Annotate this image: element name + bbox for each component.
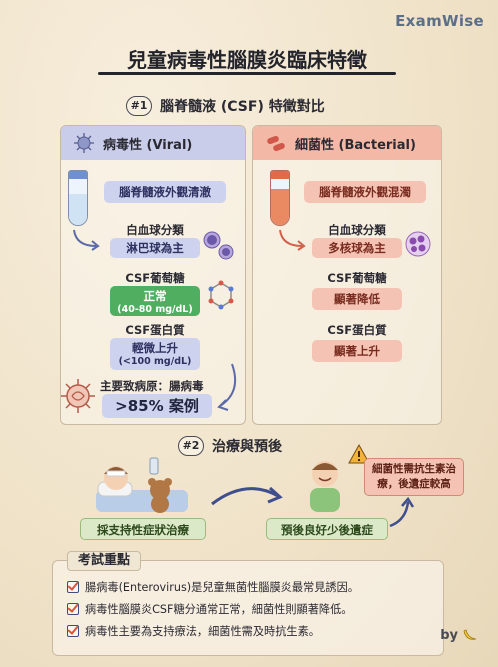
bacterial-wbc-label: 白血球分類 (328, 223, 386, 237)
neutrophil-icon (405, 231, 431, 257)
viral-title: 病毒性 (Viral) (103, 137, 193, 153)
sick-child-illustration (96, 457, 188, 513)
viral-wbc-label: 白血球分類 (126, 223, 184, 237)
exam-item: 病毒性腦膜炎CSF糖分通常正常，細菌性則顯著降低。 (67, 601, 352, 617)
brand-logo: ExamWise (395, 12, 484, 30)
lymphocyte-icon (203, 231, 234, 260)
viral-glucose-box: 正常 (40-80 mg/dL) (110, 286, 200, 316)
bacteria-icon (267, 135, 285, 152)
cloudy-csf-tube-icon (270, 170, 290, 226)
bacterial-glucose-label: CSF葡萄糖 (327, 271, 387, 285)
section1-title: 腦脊髓液 (CSF) 特徵對比 (160, 99, 325, 115)
prognosis-box: 預後良好少後遺症 (266, 518, 388, 540)
viral-pathogen-value: >85% 案例 (102, 394, 212, 418)
checkbox-icon (67, 603, 79, 615)
by-text: by (440, 627, 458, 643)
viral-glucose-label: CSF葡萄糖 (125, 271, 185, 285)
exam-item-text: 病毒性腦膜炎CSF糖分通常正常，細菌性則顯著降低。 (85, 603, 353, 616)
title-underline (98, 72, 396, 75)
glucose-molecule-icon (208, 280, 234, 310)
page-title: 兒童病毒性腦膜炎臨床特徵 (127, 48, 367, 72)
checkbox-icon (67, 625, 79, 637)
clear-csf-tube-icon (68, 170, 88, 226)
banana-icon (463, 629, 477, 640)
viral-glucose-value: 正常 (143, 289, 167, 303)
bacterial-appearance: 腦脊髓液外觀混濁 (304, 181, 426, 203)
bacterial-title: 細菌性 (Bacterial) (295, 137, 416, 153)
section2-number: #2 (178, 436, 204, 456)
exam-title: 考試重點 (67, 551, 142, 571)
exam-item-text: 病毒性主要為支持療法，細菌性需及時抗生素。 (85, 625, 320, 638)
viral-protein-box: 輕微上升 (<100 mg/dL) (110, 338, 200, 370)
bacterial-note-box: 細菌性需抗生素治療，後遺症較高 (364, 458, 464, 496)
viral-protein-range: (<100 mg/dL) (118, 356, 192, 367)
viral-protein-value: 輕微上升 (132, 341, 178, 355)
viral-glucose-range: (40-80 mg/dL) (117, 304, 193, 315)
warning-icon (348, 444, 370, 464)
exam-item: 腸病毒(Enterovirus)是兒童無菌性腦膜炎最常見誘因。 (67, 579, 359, 595)
section1-heading: #1 腦脊髓液 (CSF) 特徵對比 (126, 96, 325, 116)
arrow-icon (217, 363, 236, 411)
exam-item: 病毒性主要為支持療法，細菌性需及時抗生素。 (67, 623, 320, 639)
viral-pathogen-label: 主要致病原：腸病毒 (100, 379, 204, 393)
virus-icon (74, 133, 94, 153)
bacterial-wbc-value: 多核球為主 (312, 238, 402, 258)
section2-heading: #2 治療與預後 (178, 436, 282, 456)
viral-panel-header: 病毒性 (Viral) (61, 126, 245, 160)
section2-title: 治療與預後 (212, 439, 282, 455)
viral-protein-label: CSF蛋白質 (125, 323, 185, 337)
bacterial-glucose-value: 顯著降低 (312, 288, 402, 310)
exam-item-text: 腸病毒(Enterovirus)是兒童無菌性腦膜炎最常見誘因。 (85, 581, 359, 594)
exam-key-points: 考試重點 腸病毒(Enterovirus)是兒童無菌性腦膜炎最常見誘因。 病毒性… (52, 551, 444, 656)
checkbox-icon (67, 581, 79, 593)
viral-panel: 病毒性 (Viral) (60, 125, 246, 425)
viral-appearance: 腦脊髓液外觀清澈 (104, 181, 226, 203)
viral-wbc-value: 淋巴球為主 (110, 238, 200, 258)
arrow-icon (211, 486, 283, 506)
section1-number: #1 (126, 96, 152, 116)
healthy-child-illustration (310, 461, 340, 512)
author-credit: by (440, 627, 478, 643)
bacterial-protein-value: 顯著上升 (312, 340, 402, 362)
arrow-icon (279, 229, 306, 251)
treatment-box: 採支持性症狀治療 (80, 518, 206, 540)
enterovirus-icon (61, 379, 95, 413)
bacterial-protein-label: CSF蛋白質 (327, 323, 387, 337)
arrow-icon (73, 229, 100, 251)
bacterial-panel-header: 細菌性 (Bacterial) (253, 126, 441, 160)
arrow-icon (389, 496, 415, 528)
